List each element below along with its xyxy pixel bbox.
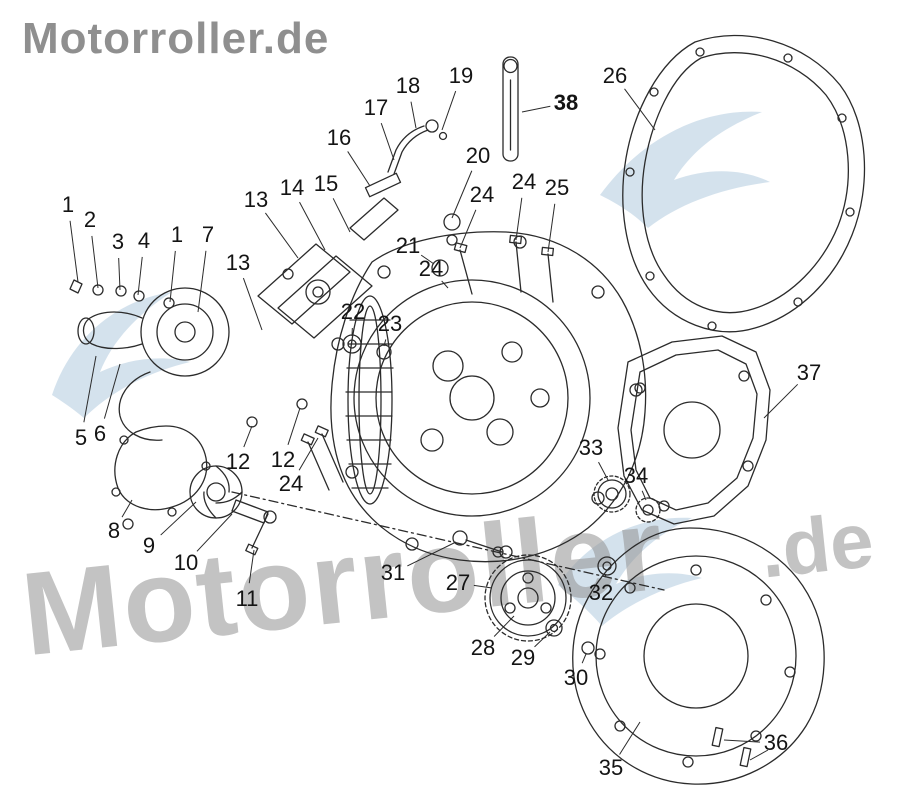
leader-line-12 — [243, 425, 253, 448]
leader-line-25 — [547, 203, 556, 253]
washer-29 — [545, 619, 563, 637]
leader-line-24 — [441, 280, 449, 289]
crankcase-cover — [330, 231, 647, 563]
leader-line-28 — [493, 615, 515, 637]
leader-line-4 — [137, 256, 143, 296]
leader-line-19 — [441, 90, 457, 131]
washer-29-inner — [549, 623, 559, 633]
leader-line-24 — [298, 437, 319, 471]
leader-line-7 — [197, 250, 207, 313]
leader-line-34 — [641, 490, 647, 501]
pump-bracket — [349, 197, 399, 241]
leader-line-14 — [299, 201, 326, 251]
leader-line-24 — [459, 209, 477, 249]
bolts-36 — [711, 726, 752, 768]
bolt-11 — [245, 513, 269, 556]
dowel-pin — [296, 398, 308, 410]
leader-line-31 — [407, 541, 457, 567]
shaft-31 — [452, 530, 504, 558]
leader-line-1 — [69, 220, 79, 283]
washer-32 — [597, 556, 617, 576]
leader-line-29 — [534, 631, 551, 648]
site-watermark-header: Motorroller.de — [22, 14, 330, 63]
bolts-24-25 — [300, 234, 555, 491]
leader-line-35 — [619, 721, 641, 755]
leader-line-1 — [169, 250, 176, 303]
starter-gears — [593, 475, 661, 523]
cover-gasket — [622, 34, 866, 333]
water-pump-cover — [111, 425, 211, 530]
leader-line-20 — [451, 170, 473, 219]
centerline — [231, 491, 665, 591]
leader-line-30 — [581, 653, 587, 664]
leader-line-11 — [248, 549, 255, 584]
leader-line-12 — [287, 407, 301, 445]
oil-pump — [257, 243, 373, 339]
leader-line-9 — [160, 501, 197, 536]
leader-line-27 — [473, 584, 493, 589]
leader-line-16 — [347, 151, 371, 187]
chain-guide — [502, 56, 519, 162]
leader-line-18 — [410, 101, 417, 129]
leader-line-6 — [103, 363, 121, 419]
leader-line-2 — [91, 235, 99, 289]
oil-pipe — [364, 119, 448, 198]
water-pump-housing — [69, 279, 230, 377]
leader-line-17 — [380, 122, 395, 161]
leader-line-23 — [383, 339, 387, 347]
clutch-cover — [572, 527, 825, 785]
leader-line-15 — [332, 198, 351, 233]
sprocket-cover — [617, 335, 771, 525]
bird-swoosh-left — [52, 292, 190, 418]
leader-line-38 — [521, 105, 551, 113]
leader-line-8 — [121, 499, 133, 518]
leader-line-13 — [264, 212, 299, 259]
leader-line-36 — [723, 739, 761, 743]
leader-line-extra — [749, 749, 769, 761]
leader-line-37 — [763, 383, 799, 419]
bird-swoosh-bottom — [558, 517, 702, 626]
leader-line-24 — [515, 197, 523, 241]
leader-line-3 — [118, 257, 121, 291]
leader-line-21 — [420, 254, 435, 265]
bolt-20 — [443, 213, 461, 246]
nut-30 — [581, 641, 595, 655]
water-pump-gasket — [118, 371, 163, 441]
leader-line-26 — [624, 88, 656, 131]
leader-line-32 — [604, 573, 607, 578]
plug-21 — [431, 259, 449, 277]
leader-line-5 — [83, 355, 97, 423]
seal-22-inner — [347, 339, 357, 349]
leader-line-10 — [196, 513, 233, 552]
leader-line-33 — [598, 461, 609, 481]
primary-driven-gear — [484, 554, 572, 642]
leader-line-13 — [242, 277, 263, 331]
